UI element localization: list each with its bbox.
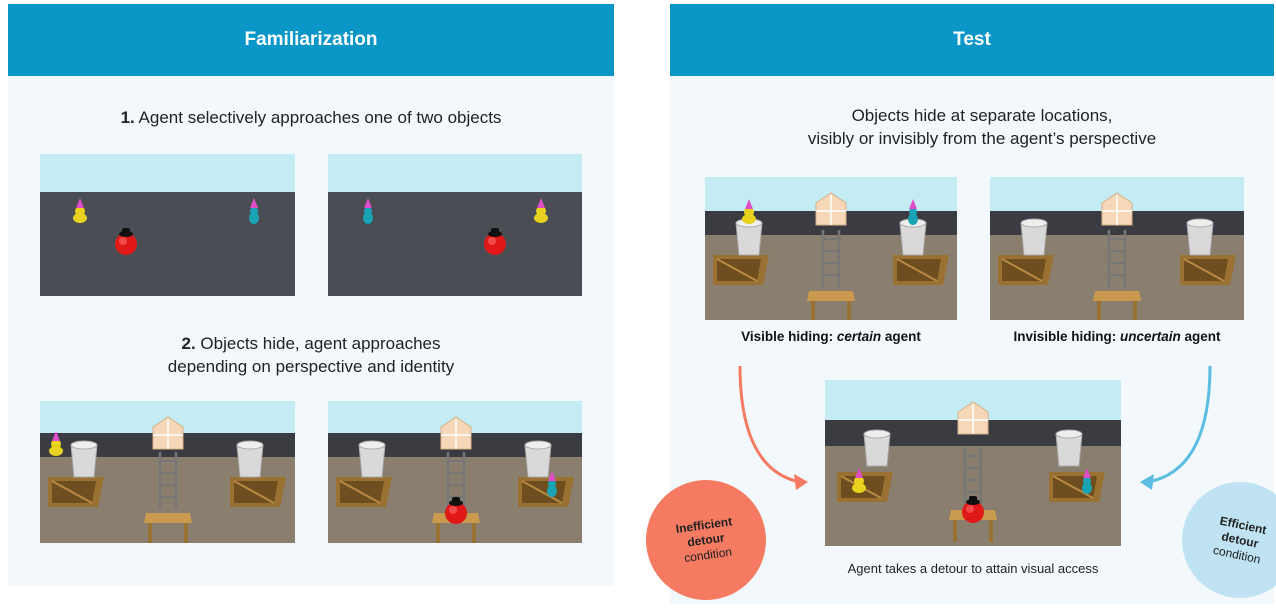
step1-text: Agent selectively approaches one of two … <box>138 108 502 127</box>
test-scene-invisible <box>990 177 1244 320</box>
familiarization-scene-1 <box>40 154 295 296</box>
invisible-prefix: Invisible hiding: <box>1013 329 1120 344</box>
step1-number: 1. <box>120 108 135 127</box>
familiarization-header: Familiarization <box>8 4 614 76</box>
familiarization-panel: Familiarization 1. Agent selectively app… <box>8 4 614 586</box>
test-scene-visible <box>705 177 957 320</box>
familiarization-scene-2 <box>328 154 582 296</box>
detour-caption: Agent takes a detour to attain visual ac… <box>847 561 1099 576</box>
step2-number: 2. <box>181 334 196 353</box>
test-intro-line1: Objects hide at separate locations, <box>851 106 1113 125</box>
step2-caption: 2. Objects hide, agent approaches depend… <box>8 332 614 378</box>
familiarization-scene-4 <box>328 401 582 543</box>
step2-line2: depending on perspective and identity <box>167 357 455 376</box>
test-header: Test <box>670 4 1274 76</box>
inefficient-arrowhead <box>794 474 808 490</box>
visible-suffix: agent <box>881 329 921 344</box>
test-panel: Test Objects hide at separate locations,… <box>638 4 1276 609</box>
test-intro: Objects hide at separate locations, visi… <box>670 104 1276 150</box>
step2-line1: Objects hide, agent approaches <box>200 334 441 353</box>
test-intro-line2: visibly or invisibly from the agent’s pe… <box>807 129 1157 148</box>
step1-caption: 1. Agent selectively approaches one of t… <box>8 106 614 129</box>
arrows-layer <box>738 365 1212 490</box>
efficient-arrowhead <box>1140 474 1154 490</box>
efficient-arrow <box>1147 365 1212 484</box>
visible-italic: certain <box>836 329 882 344</box>
inefficient-arrow <box>738 365 801 484</box>
visible-prefix: Visible hiding: <box>741 329 837 344</box>
invisible-hiding-label: Invisible hiding: uncertain agent <box>990 329 1244 344</box>
invisible-suffix: agent <box>1180 329 1221 344</box>
invisible-italic: uncertain <box>1119 329 1181 344</box>
familiarization-scene-3 <box>40 401 295 543</box>
test-scene-detour <box>825 380 1121 546</box>
visible-hiding-label: Visible hiding: certain agent <box>705 329 957 344</box>
